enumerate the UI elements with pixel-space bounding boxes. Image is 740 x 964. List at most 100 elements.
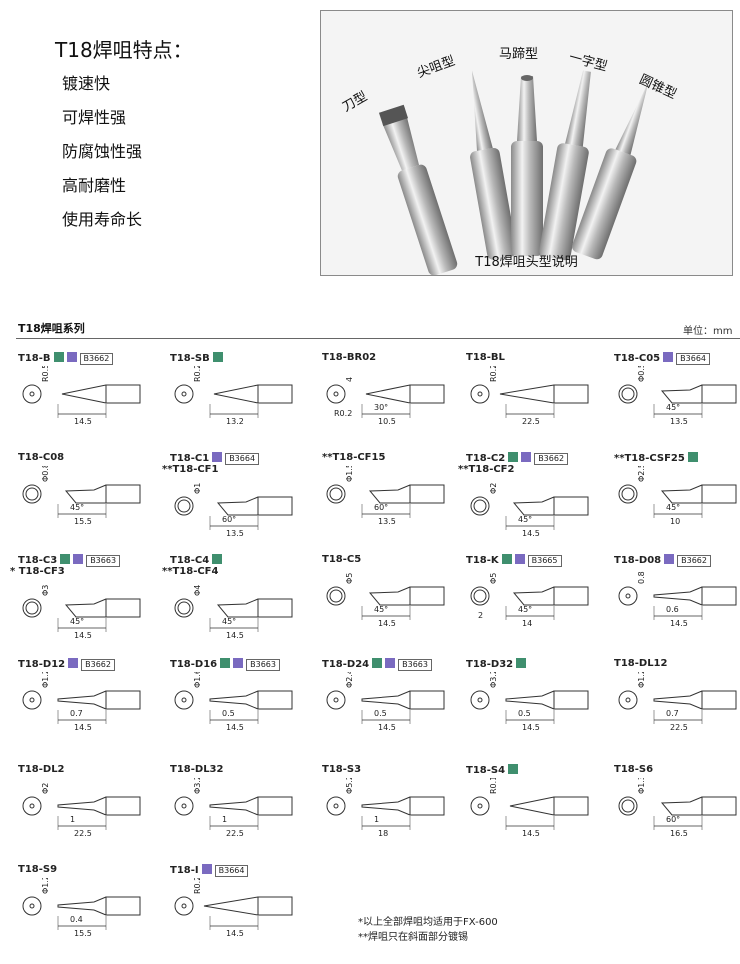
tip-model: **T18-CF15 [322, 452, 386, 463]
end-view-inner [181, 803, 187, 809]
end-view-outer [22, 598, 42, 618]
size-label: Φ0.8 [41, 466, 50, 482]
end-view-inner [181, 903, 187, 909]
tip-body [105, 598, 141, 618]
tip-profile [61, 384, 107, 404]
tip-body [257, 896, 293, 916]
tip-model: T18-K [466, 555, 499, 566]
tip-body [409, 796, 445, 816]
tip-drawing: 15.5Φ0.845° [22, 466, 141, 526]
end-view-outer [470, 796, 490, 816]
end-view-outer [174, 598, 194, 618]
tip-model: T18-I [170, 865, 199, 876]
end-view-inner [477, 803, 483, 809]
tip-drawing: 14.5Φ2.40.5 [326, 672, 445, 732]
tip-profile [368, 484, 411, 504]
tip-drawing: 14.5Φ1.60.5 [174, 672, 293, 732]
end-view-outer [618, 690, 638, 710]
tip-profile [512, 496, 555, 516]
tip-body [105, 896, 141, 916]
tip-drawing: 16.5Φ1.360° [618, 778, 737, 838]
tip-name: T18-DL2 [18, 764, 65, 775]
tip-body [105, 796, 141, 816]
end-view-outer [618, 384, 638, 404]
tip-body [701, 384, 737, 404]
tip-body [105, 384, 141, 404]
purple-marker [663, 352, 674, 362]
divider [16, 338, 740, 339]
tip-name: T18-BR02 [322, 352, 376, 363]
angle-label: 45° [666, 403, 680, 412]
end-view-inner [177, 601, 191, 615]
size-label: Φ5 [345, 573, 354, 584]
tip-model: T18-C1 [170, 453, 210, 464]
length-label: 14.5 [522, 529, 540, 538]
length-label: 14.5 [226, 631, 244, 640]
feature-item: 使用寿命长 [62, 210, 143, 229]
angle-label: 0.5 [222, 709, 235, 718]
tip-drawing: 15.5Φ1.20.4 [22, 878, 141, 938]
end-view-inner [333, 697, 339, 703]
tip-profile [368, 586, 411, 606]
tip-code: B3663 [398, 659, 432, 671]
tip-body [553, 586, 589, 606]
end-view-outer [22, 384, 42, 404]
tip-body [257, 796, 293, 816]
extra-label: R0.2 [334, 409, 352, 418]
tip-code: B3664 [676, 353, 711, 365]
tip-profile [660, 384, 703, 404]
size-label: R0.2 [193, 878, 202, 894]
tip-name: **T18-CF15 [322, 452, 385, 463]
tip-name: T18-D32 [466, 658, 527, 670]
tip-types-illustration [378, 70, 649, 275]
tip-code: B3662 [534, 453, 569, 465]
angle-label: 0.7 [666, 709, 679, 718]
end-view-outer [470, 690, 490, 710]
angle-label: 45° [70, 503, 84, 512]
length-label: 14 [522, 619, 532, 628]
tip-body [701, 484, 737, 504]
green-marker [220, 658, 231, 668]
end-view-inner [477, 697, 483, 703]
tip-model: T18-BL [466, 352, 505, 363]
tip-name: T18-C4 [170, 554, 223, 566]
tip-drawing: 14.5R0.5 [22, 366, 141, 426]
green-marker [53, 352, 64, 362]
tip-profile [509, 796, 555, 816]
tip-types-photo: 刀型 尖咀型 马蹄型 一字型 圆锥型 T18焊咀头型说明 [320, 10, 733, 276]
tip-body [701, 690, 737, 710]
angle-label: 45° [518, 515, 532, 524]
end-view-outer [22, 484, 42, 504]
end-view-inner [29, 903, 35, 909]
feature-item: 镀速快 [62, 74, 111, 93]
tip-profile [653, 690, 703, 710]
end-view-outer [618, 484, 638, 504]
tip-model: T18-C5 [322, 554, 362, 565]
end-view-outer [174, 690, 194, 710]
length-label: 13.5 [670, 417, 688, 426]
angle-label: 0.7 [70, 709, 83, 718]
tip-drawing: 22.5Φ1.20.7 [618, 672, 737, 732]
angle-label: 1 [70, 815, 75, 824]
tip-model: T18-BR02 [322, 352, 377, 363]
photo-caption: T18焊咀头型说明 [475, 255, 578, 270]
tip-model: T18-B [18, 353, 51, 364]
feature-item: 高耐磨性 [62, 176, 127, 195]
tip-body [257, 598, 293, 618]
